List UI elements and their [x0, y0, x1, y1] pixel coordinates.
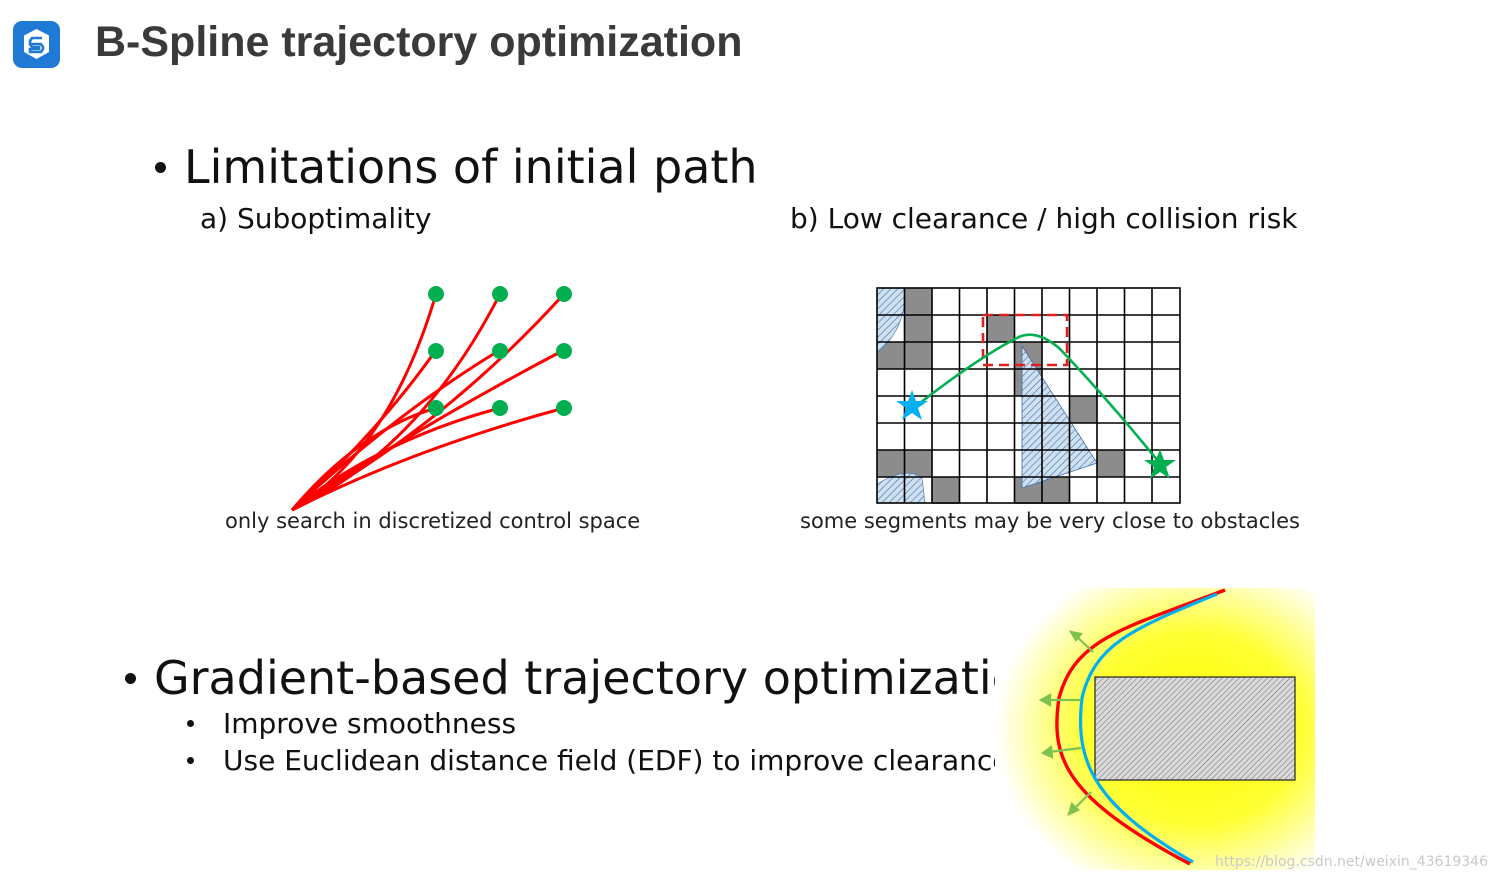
- gradient-heading: Gradient-based trajectory optimization: [154, 651, 1049, 705]
- bullet-limitations: Limitations of initial path: [155, 140, 758, 194]
- control-node: [556, 286, 572, 302]
- goal-star-icon: [1144, 449, 1176, 479]
- path-curve: [291, 292, 566, 512]
- limitations-heading: Limitations of initial path: [184, 140, 758, 194]
- path-curve: [291, 406, 501, 512]
- item-smoothness: Improve smoothness: [223, 707, 517, 740]
- control-node: [428, 286, 444, 302]
- clearance-grid-figure: [876, 287, 1181, 504]
- start-star-icon: [896, 390, 928, 420]
- bullet-dot: [187, 719, 194, 727]
- path-curve: [290, 348, 501, 512]
- clearance-label: b) Low clearance / high collision risk: [790, 202, 1298, 235]
- caption-clearance: some segments may be very close to obsta…: [800, 509, 1300, 533]
- logo-icon: [13, 21, 60, 68]
- slide-title: B-Spline trajectory optimization: [95, 18, 743, 66]
- control-node: [492, 286, 508, 302]
- control-node: [428, 400, 444, 416]
- bullet-dot: [125, 673, 136, 684]
- optimized-bspline-curve: [1078, 592, 1218, 864]
- control-node: [492, 400, 508, 416]
- path-curve: [291, 348, 565, 512]
- watermark-url: https://blog.csdn.net/weixin_43619346: [1214, 854, 1488, 870]
- edf-figure: [995, 588, 1315, 870]
- obstacle-block: [1094, 676, 1296, 781]
- suboptimality-figure: [290, 286, 572, 512]
- list-item: Improve smoothness: [187, 707, 516, 740]
- suboptimality-label: a) Suboptimality: [200, 202, 432, 235]
- list-item: Use Euclidean distance field (EDF) to im…: [187, 744, 1010, 777]
- bullet-gradient: Gradient-based trajectory optimization: [125, 651, 1049, 705]
- initial-path-curve: [1055, 588, 1226, 866]
- control-node: [428, 343, 444, 359]
- bullet-dot: [187, 756, 194, 764]
- control-node: [492, 343, 508, 359]
- bullet-dot: [155, 162, 166, 173]
- control-node: [556, 343, 572, 359]
- path-curve: [290, 406, 437, 511]
- path-curve: [291, 406, 565, 512]
- item-edf: Use Euclidean distance field (EDF) to im…: [223, 744, 1010, 777]
- control-node: [556, 400, 572, 416]
- caption-suboptimality: only search in discretized control space: [225, 509, 641, 533]
